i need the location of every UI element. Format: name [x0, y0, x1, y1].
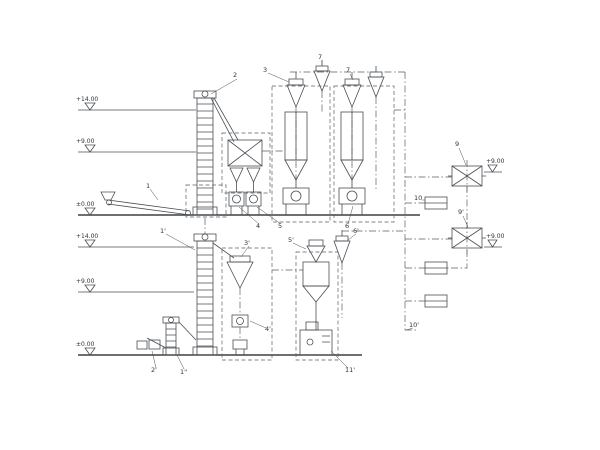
dust-box-10p	[424, 261, 448, 275]
intake-conveyor	[100, 191, 191, 216]
mill-4	[228, 191, 245, 215]
fan-cylinder-9p	[448, 227, 486, 249]
dashed-enclosure-bin	[295, 251, 339, 361]
elevation-label: +9.00	[486, 158, 505, 165]
dashed-enclosure-group-a	[271, 85, 331, 223]
label-leaders	[149, 60, 469, 370]
level-triangle-icon	[84, 144, 96, 153]
equipment-label-6p: 6'	[353, 227, 359, 235]
elevation-label: +9.00	[76, 278, 95, 285]
mill-5	[245, 191, 262, 215]
level-triangle-icon	[84, 347, 96, 356]
equipment-label-3: 3	[263, 66, 267, 74]
elevation-label: +14.00	[76, 233, 98, 240]
elevation-label: +9.00	[76, 138, 95, 145]
equipment-label-1: 1	[146, 182, 150, 190]
dashed-enclosure-group-b	[333, 85, 395, 223]
equipment-label-1p: 1'	[160, 227, 166, 235]
cleaner-sifter	[227, 139, 263, 192]
fan-cylinder-9	[448, 165, 486, 187]
equipment-label-2p: 2'	[151, 366, 157, 374]
equipment-label-11p: 11'	[345, 366, 355, 374]
equipment-label-7a: 7	[318, 53, 322, 61]
equipment-label-5: 5	[278, 222, 282, 230]
mini-elevator	[162, 316, 197, 356]
equipment-label-2: 2	[233, 71, 237, 79]
level-triangle-icon	[84, 284, 96, 293]
purifier-column-a	[282, 72, 310, 215]
packer-11p	[299, 321, 333, 356]
level-triangle-icon	[84, 207, 96, 216]
equipment-label-1pp: 1''	[180, 368, 188, 376]
elevation-lines	[78, 109, 502, 356]
dashed-enclosure-intake	[185, 184, 227, 218]
elevation-label: +9.00	[486, 233, 505, 240]
cyclone-7c	[367, 66, 385, 190]
equipment-number-labels: 1 2 3 7 7 4 5 6 9 9' 10 10' 1' 3' 5' 6' …	[146, 53, 464, 376]
elevation-label: ±0.00	[76, 201, 95, 208]
equipment-label-3p: 3'	[244, 239, 250, 247]
dust-box-lower	[424, 294, 448, 308]
level-triangle-icon	[487, 164, 498, 173]
equipment-label-9p: 9'	[458, 208, 464, 216]
equipment-label-9: 9	[455, 140, 459, 148]
equipment-label-6: 6	[345, 222, 349, 230]
equipment-label-7b: 7	[346, 66, 350, 74]
dashed-enclosure-sifter	[221, 132, 271, 194]
cyclone-6p	[333, 230, 351, 318]
level-triangle-icon	[84, 239, 96, 248]
equipment-label-10p: 10'	[409, 321, 419, 329]
equipment-label-4p: 4'	[265, 325, 271, 333]
equipment-label-10: 10	[414, 194, 422, 202]
elevation-label: ±0.00	[76, 341, 95, 348]
airlock-4p	[231, 314, 249, 355]
level-triangle-icon	[487, 239, 498, 248]
cyclone-3p	[226, 255, 254, 315]
dashed-enclosure-3p	[221, 247, 273, 361]
elevation-marker-texts: +14.00 +9.00 ±0.00 +14.00 +9.00 ±0.00 +9…	[76, 96, 505, 348]
elevation-label: +14.00	[76, 96, 98, 103]
surge-bin-5p	[302, 239, 330, 330]
equipment-label-4: 4	[256, 222, 260, 230]
bucket-elevator-bottom	[192, 218, 235, 356]
equipment-label-5p: 5'	[288, 236, 294, 244]
dust-box-10	[424, 196, 448, 210]
level-triangle-icon	[84, 102, 96, 111]
aspiration-duct-network	[272, 71, 468, 331]
bucket-elevator-top	[192, 90, 239, 216]
elevation-marker-icons	[84, 102, 498, 356]
purifier-column-b	[338, 72, 366, 215]
feed-boxes	[136, 337, 167, 350]
